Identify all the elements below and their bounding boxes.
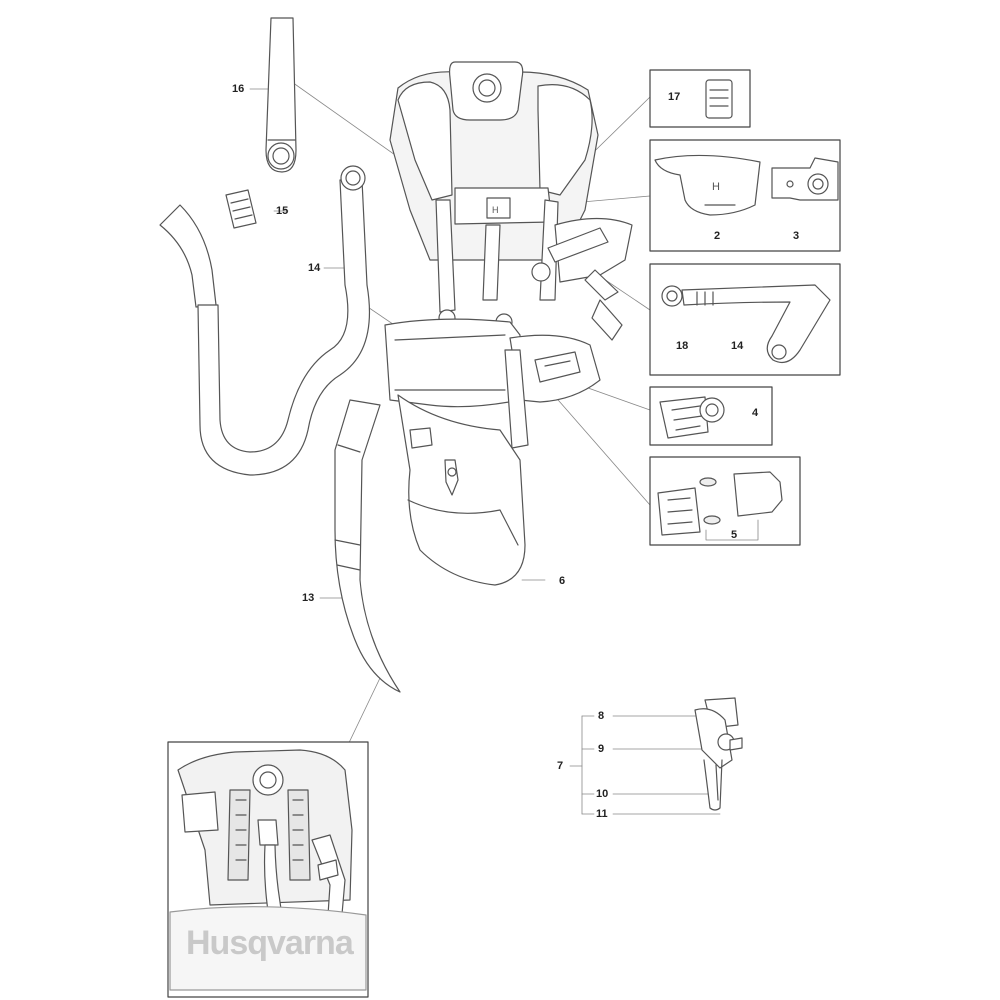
- part-7-hook: [694, 697, 743, 811]
- label-16: 16: [232, 83, 245, 95]
- part-14-long-strap: [159, 165, 370, 476]
- label-6: 6: [559, 575, 566, 587]
- label-2: 2: [714, 230, 721, 242]
- label-14-main: 14: [308, 262, 321, 274]
- brand-logo-text: Husqvarna: [186, 924, 354, 962]
- label-15: 15: [276, 205, 289, 217]
- label-11: 11: [596, 808, 608, 820]
- label-14-box: 14: [731, 340, 744, 352]
- part-15-buckle: [225, 189, 257, 229]
- label-10: 10: [596, 788, 609, 800]
- box-17: [649, 69, 751, 128]
- part-13-strap: [334, 399, 401, 693]
- main-harness: H: [384, 61, 633, 586]
- label-4: 4: [752, 407, 759, 419]
- label-8: 8: [598, 710, 605, 722]
- label-9: 9: [598, 743, 605, 755]
- label-13: 13: [302, 592, 315, 604]
- box-4: [649, 386, 773, 446]
- svg-text:H: H: [492, 205, 499, 215]
- box-18-14: [649, 263, 841, 376]
- inset-closeup: [167, 741, 369, 998]
- box-5: [649, 456, 801, 546]
- label-5: 5: [731, 529, 738, 541]
- part-16-strap: [265, 17, 297, 173]
- label-7: 7: [557, 760, 564, 772]
- label-17: 17: [668, 91, 681, 103]
- svg-text:H: H: [712, 181, 720, 193]
- label-18: 18: [676, 340, 689, 352]
- box-2-3: H: [649, 139, 841, 252]
- label-3: 3: [793, 230, 800, 242]
